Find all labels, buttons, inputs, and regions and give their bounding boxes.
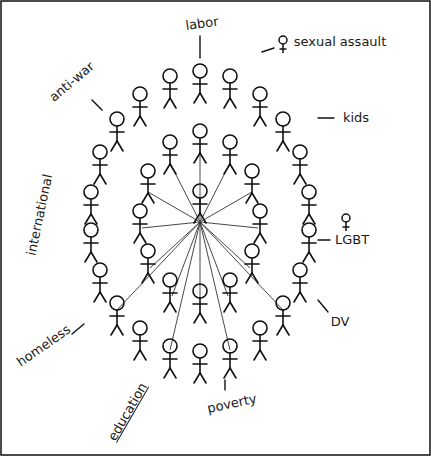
topic-label: poverty [206,392,258,416]
topic-label: anti-war [47,59,97,104]
topic-label: sexual assault [294,35,387,49]
topic-label: DV [331,315,350,329]
topic-label: kids [343,111,369,125]
topic-label: labor [185,15,220,34]
topic-label: homeless [14,322,73,369]
topic-label: education [106,380,151,443]
topic-label: international [24,173,55,257]
topic-label: LGBT [335,233,369,247]
